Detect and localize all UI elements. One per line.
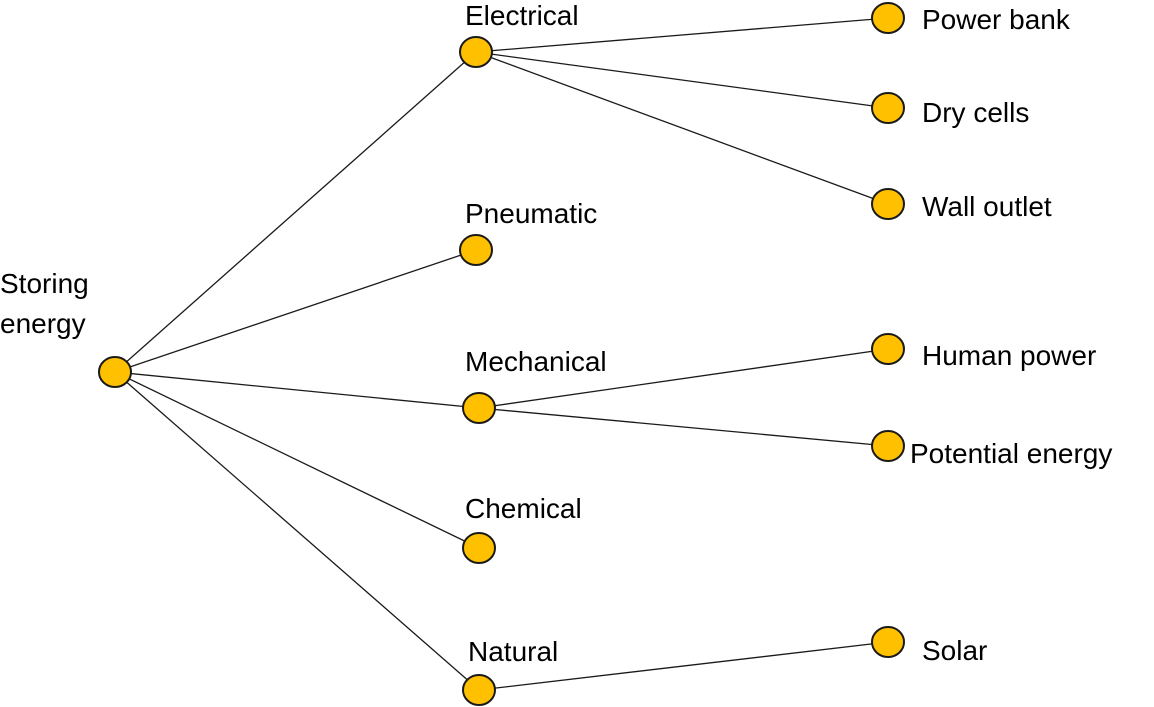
edge-electrical-to-dry-cells (475, 51, 889, 109)
label-storing-energy-line-0: Storing (0, 268, 89, 299)
label-storing-energy-line-1: energy (0, 308, 86, 339)
node-wall-outlet (871, 188, 905, 220)
label-pneumatic-line-0: Pneumatic (465, 198, 597, 229)
node-human-power (871, 333, 905, 365)
label-electrical: Electrical (465, 0, 579, 31)
label-solar: Solar (922, 635, 987, 666)
node-pneumatic (459, 234, 493, 266)
edge-electrical-to-power-bank (475, 17, 889, 53)
label-power-bank-line-0: Power bank (922, 4, 1071, 35)
node-potential-energy (871, 430, 905, 462)
node-electrical (459, 36, 493, 68)
edge-storing-energy-to-pneumatic (114, 249, 477, 373)
label-human-power: Human power (922, 340, 1096, 371)
diagram-nodes (98, 2, 905, 706)
label-mechanical: Mechanical (465, 346, 607, 377)
label-potential-energy: Potential energy (910, 438, 1112, 469)
node-power-bank (871, 2, 905, 34)
edge-storing-energy-to-natural (114, 371, 480, 691)
edge-mechanical-to-human-power (478, 348, 889, 409)
label-power-bank: Power bank (922, 4, 1071, 35)
node-storing-energy (98, 356, 132, 388)
edge-storing-energy-to-mechanical (114, 371, 480, 409)
label-wall-outlet: Wall outlet (922, 191, 1052, 222)
label-natural: Natural (468, 636, 558, 667)
diagram-labels: Storing energy ElectricalPneumaticMechanic… (0, 0, 1112, 667)
label-mechanical-line-0: Mechanical (465, 346, 607, 377)
node-natural (462, 674, 496, 706)
label-chemical: Chemical (465, 493, 582, 524)
label-pneumatic: Pneumatic (465, 198, 597, 229)
label-wall-outlet-line-0: Wall outlet (922, 191, 1052, 222)
label-potential-energy-line-0: Potential energy (910, 438, 1112, 469)
label-electrical-line-0: Electrical (465, 0, 579, 31)
edge-electrical-to-wall-outlet (475, 51, 889, 205)
label-chemical-line-0: Chemical (465, 493, 582, 524)
node-dry-cells (871, 92, 905, 124)
edge-storing-energy-to-chemical (114, 371, 480, 549)
edge-storing-energy-to-electrical (114, 51, 477, 373)
label-dry-cells: Dry cells (922, 97, 1029, 128)
node-mechanical (462, 392, 496, 424)
edge-mechanical-to-potential-energy (478, 407, 889, 447)
node-chemical (462, 532, 496, 564)
node-solar (871, 626, 905, 658)
label-storing-energy: Storing energy (0, 268, 89, 339)
diagram-edges (114, 17, 889, 691)
label-dry-cells-line-0: Dry cells (922, 97, 1029, 128)
label-human-power-line-0: Human power (922, 340, 1096, 371)
label-natural-line-0: Natural (468, 636, 558, 667)
edge-natural-to-solar (478, 641, 889, 691)
label-solar-line-0: Solar (922, 635, 987, 666)
